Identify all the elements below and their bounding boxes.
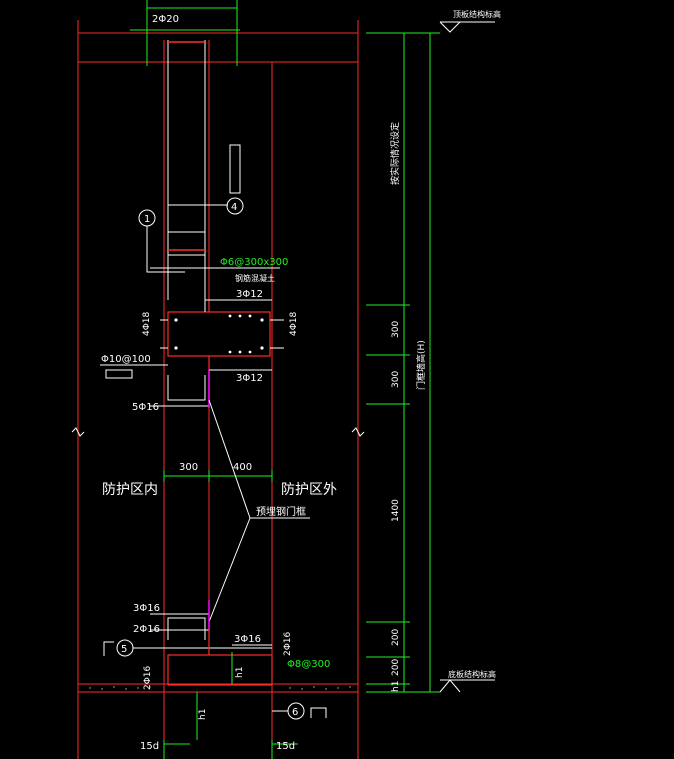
elevation-top-label: 顶板结构标高 [453,9,501,19]
dim-1400: 1400 [391,499,401,522]
top-bars-label: 2Φ20 [152,14,179,25]
svg-text:5: 5 [121,644,127,655]
bot-label-a: 3Φ16 [133,603,160,614]
beam-bottom-label: 3Φ12 [236,373,263,384]
upper-column-rebar [167,40,206,300]
wall-outline [77,20,359,759]
side-right-label: 4Φ18 [289,311,299,336]
callout-5: 5 [103,639,166,657]
dim-overall: 门框墙高(H) [415,340,427,390]
callout-4: 4 [205,197,244,215]
dim-300b: 300 [391,371,401,388]
tie-label: Φ8@300 [287,659,330,670]
h1-base-label: h1 [198,709,208,720]
h1-cage-label: h1 [235,667,245,678]
lintel-rebar [160,299,284,371]
dist-symbol [105,369,133,379]
dim-200b: 200 [391,659,401,676]
zone-inside: 防护区内 [102,482,158,498]
elevation-bottom-marker [439,679,495,693]
callout-1: 1 [138,209,185,273]
dim-400-horiz: 400 [233,462,252,473]
anchor-left-label: 15d [140,741,159,752]
bot-label-e: 2Φ16 [143,665,153,690]
svg-text:6: 6 [292,707,298,718]
mid-dim-line [163,470,273,482]
bot-label-c: 3Φ16 [234,634,261,645]
bot-label-d: 2Φ16 [283,631,293,656]
upper-hooks [168,41,205,251]
anchor-right-label: 15d [276,741,295,752]
stirrup-label: Φ6@300x300 [220,257,288,268]
dim-200a: 200 [391,629,401,646]
dim-upper-label: 按实际情况设定 [389,122,401,185]
dim-h1: h1 [391,681,401,692]
door-frame-label: 预埋钢门框 [256,505,306,518]
vertical-dim-chain [366,32,440,693]
svg-text:1: 1 [144,214,150,225]
lintel-beam [167,300,271,400]
floor-hatch [89,686,351,690]
zone-outside: 防护区外 [281,482,337,498]
embedded-plate [229,144,241,194]
door-top-rebar [150,375,209,407]
door-frame-leader [208,399,310,623]
svg-text:4: 4 [231,202,237,213]
dim-300a: 300 [391,321,401,338]
dim-300-horiz: 300 [179,462,198,473]
callout-6: 6 [272,702,327,720]
bot-label-b: 2Φ16 [133,624,160,635]
break-symbol [71,427,365,437]
lintel-bar-dots [174,314,264,354]
door-top-label: 5Φ16 [132,402,159,413]
side-left-label: 4Φ18 [142,311,152,336]
dist-label: Φ10@100 [101,354,151,365]
base-dims [163,652,298,759]
upper-frame-label: 钢筋混凝土 [235,273,275,283]
elevation-bottom-label: 底板结构标高 [448,669,496,679]
beam-top-label: 3Φ12 [236,289,263,300]
elevation-top-marker [439,21,495,33]
top-anchor [130,0,240,66]
